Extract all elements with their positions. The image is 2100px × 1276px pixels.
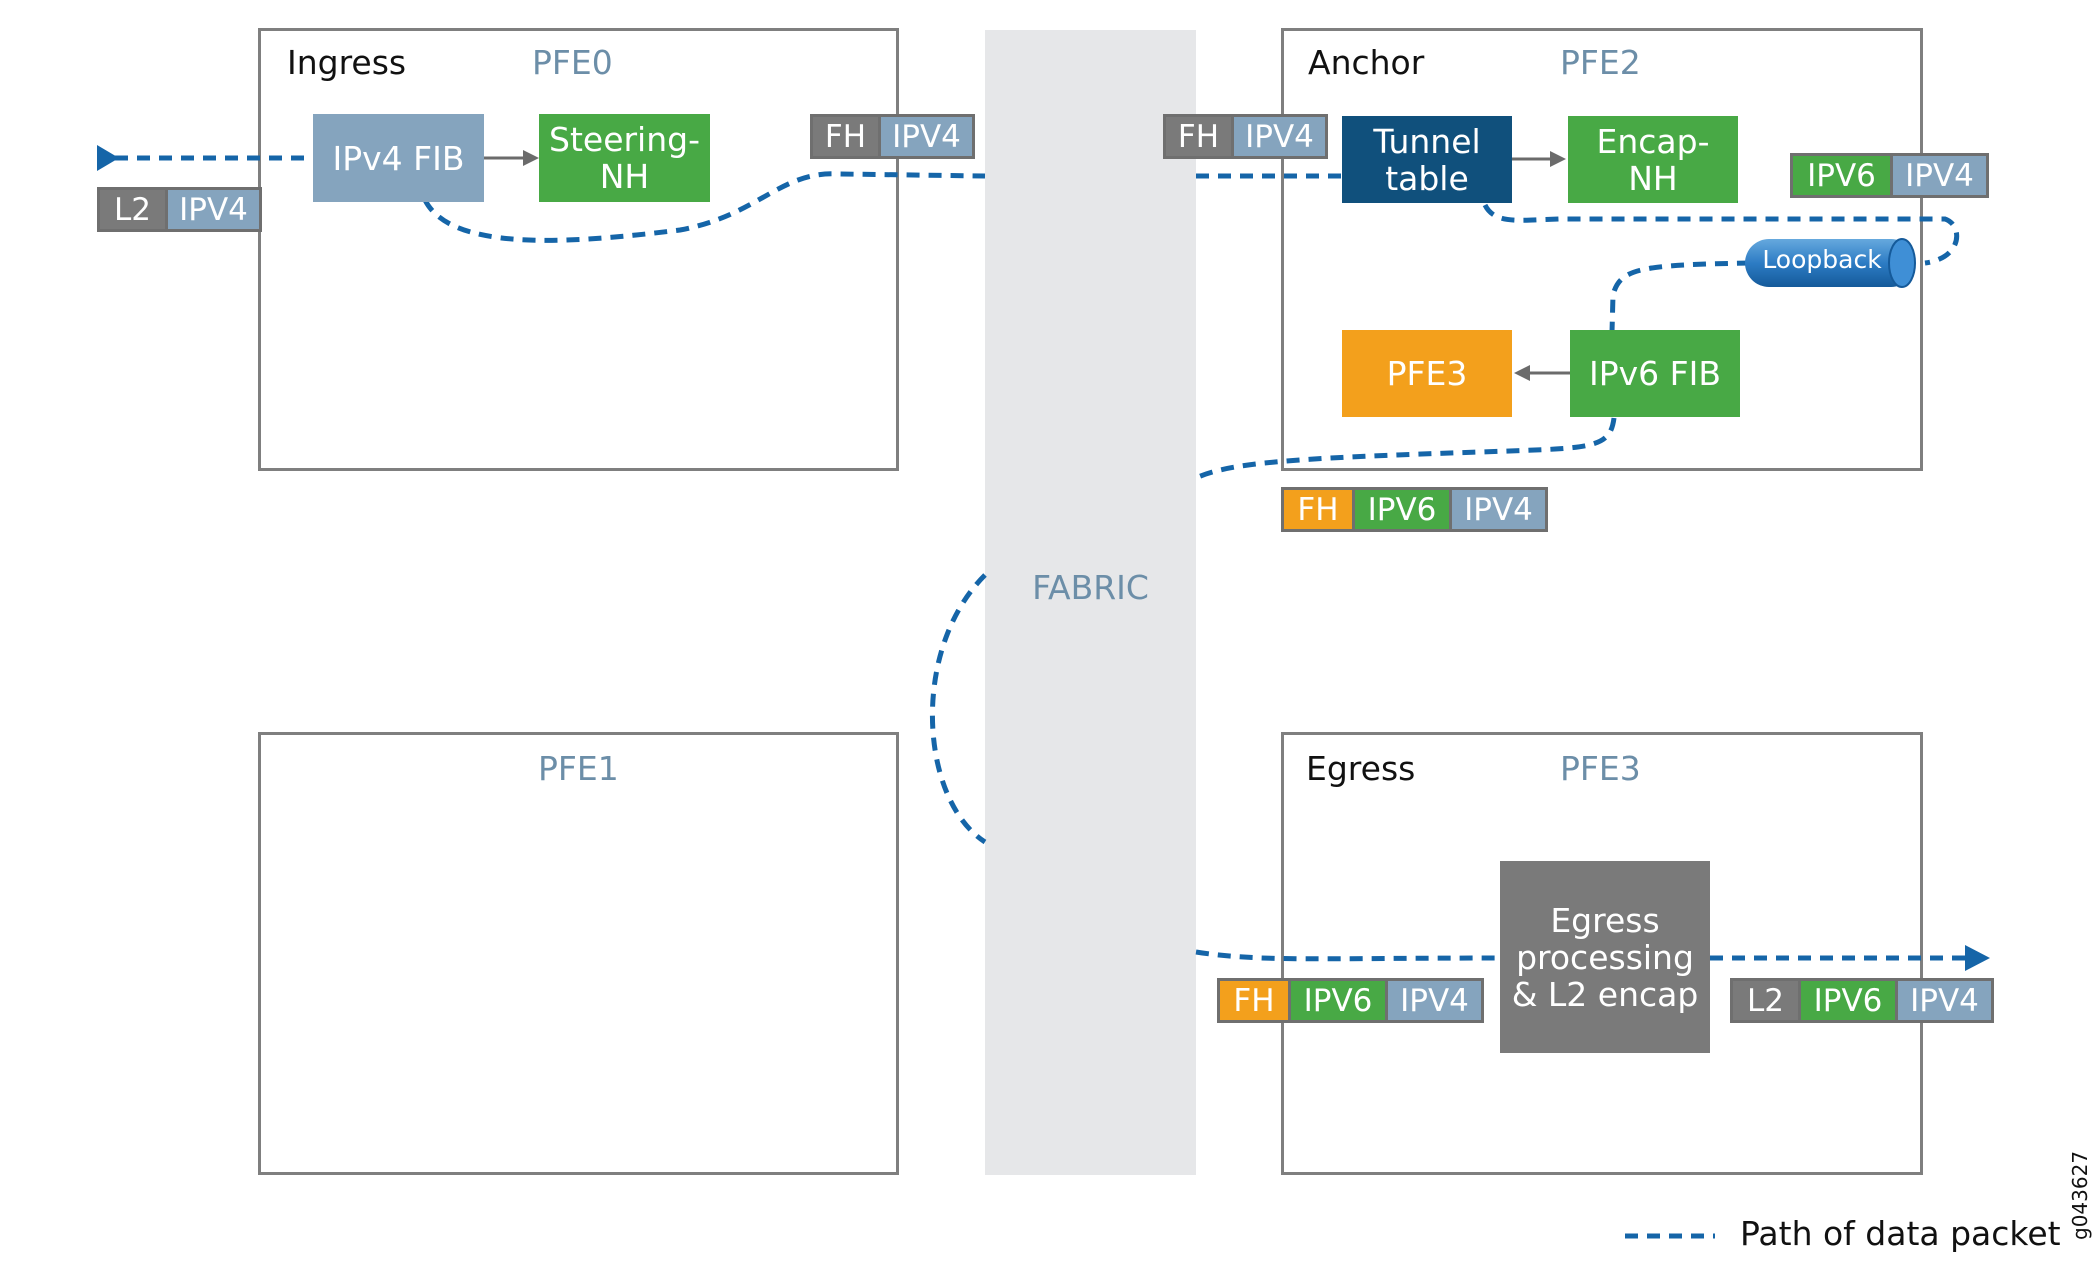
header-pfe2-out: FH IPV6 IPV4 xyxy=(1281,487,1548,532)
loopback-label: Loopback xyxy=(1762,245,1882,274)
header-seg-ipv4: IPV4 xyxy=(878,117,972,156)
pfe0-name-label: PFE0 xyxy=(532,43,613,82)
header-seg-fh: FH xyxy=(1284,490,1352,529)
path-output-arrowhead xyxy=(1965,945,1990,971)
header-seg-ipv6: IPV6 xyxy=(1352,490,1449,529)
loopback-cylinder xyxy=(1745,238,1916,288)
header-seg-ipv4: IPV4 xyxy=(1895,981,1991,1020)
header-pfe3-out: L2 IPV6 IPV4 xyxy=(1730,978,1994,1023)
header-seg-fh: FH xyxy=(1220,981,1288,1020)
pfe3-name-label: PFE3 xyxy=(1560,749,1641,788)
header-seg-ipv4: IPV4 xyxy=(1449,490,1545,529)
header-seg-ipv4: IPV4 xyxy=(1890,156,1986,195)
header-pfe3-in: FH IPV6 IPV4 xyxy=(1217,978,1484,1023)
fabric-column xyxy=(985,30,1196,1175)
header-seg-fh: FH xyxy=(813,117,878,156)
steering-nh-block: Steering- NH xyxy=(539,114,710,202)
header-seg-ipv4: IPV4 xyxy=(1385,981,1481,1020)
header-pfe0-out: FH IPV4 xyxy=(810,114,975,159)
header-seg-ipv4: IPV4 xyxy=(165,190,259,229)
pfe2-name-label: PFE2 xyxy=(1560,43,1641,82)
header-pfe2-encap: IPV6 IPV4 xyxy=(1790,153,1989,198)
encap-nh-block: Encap- NH xyxy=(1568,116,1738,203)
pfe0-box xyxy=(258,28,899,471)
pfe2-role-label: Anchor xyxy=(1308,43,1425,82)
header-seg-ipv4: IPV4 xyxy=(1231,117,1325,156)
header-seg-l2: L2 xyxy=(1733,981,1798,1020)
egress-processing-block: Egress processing & L2 encap xyxy=(1500,861,1710,1053)
figure-id: g043627 xyxy=(2068,1150,2092,1240)
header-seg-l2: L2 xyxy=(100,190,165,229)
path-tunnel-to-loopback xyxy=(1482,203,1960,266)
path-loopback-to-ipv6fib xyxy=(1609,260,1751,333)
path-input-arrowhead xyxy=(97,145,119,171)
path-fabric-loop-pfe1 xyxy=(929,573,987,845)
pfe1-name-label: PFE1 xyxy=(538,749,619,788)
header-pfe2-in: FH IPV4 xyxy=(1163,114,1328,159)
path-ipv6fib-to-fabric xyxy=(1194,417,1617,481)
header-seg-ipv6: IPV6 xyxy=(1288,981,1385,1020)
pfe1-box xyxy=(258,732,899,1175)
pfe0-role-label: Ingress xyxy=(287,43,407,82)
path-pfe0-to-fabric xyxy=(422,171,986,243)
legend-label: Path of data packet xyxy=(1740,1214,2061,1253)
pfe3-role-label: Egress xyxy=(1306,749,1416,788)
ipv4-fib-block: IPv4 FIB xyxy=(313,114,484,202)
header-input: L2 IPV4 xyxy=(97,187,262,232)
path-fabric-to-egress xyxy=(1195,949,1501,962)
ipv6-fib-block: IPv6 FIB xyxy=(1570,330,1740,417)
header-seg-ipv6: IPV6 xyxy=(1793,156,1890,195)
tunnel-table-block: Tunnel table xyxy=(1342,116,1512,203)
header-seg-fh: FH xyxy=(1166,117,1231,156)
header-seg-ipv6: IPV6 xyxy=(1798,981,1895,1020)
pfe3-forward-block: PFE3 xyxy=(1342,330,1512,417)
fabric-label: FABRIC xyxy=(1032,568,1149,607)
